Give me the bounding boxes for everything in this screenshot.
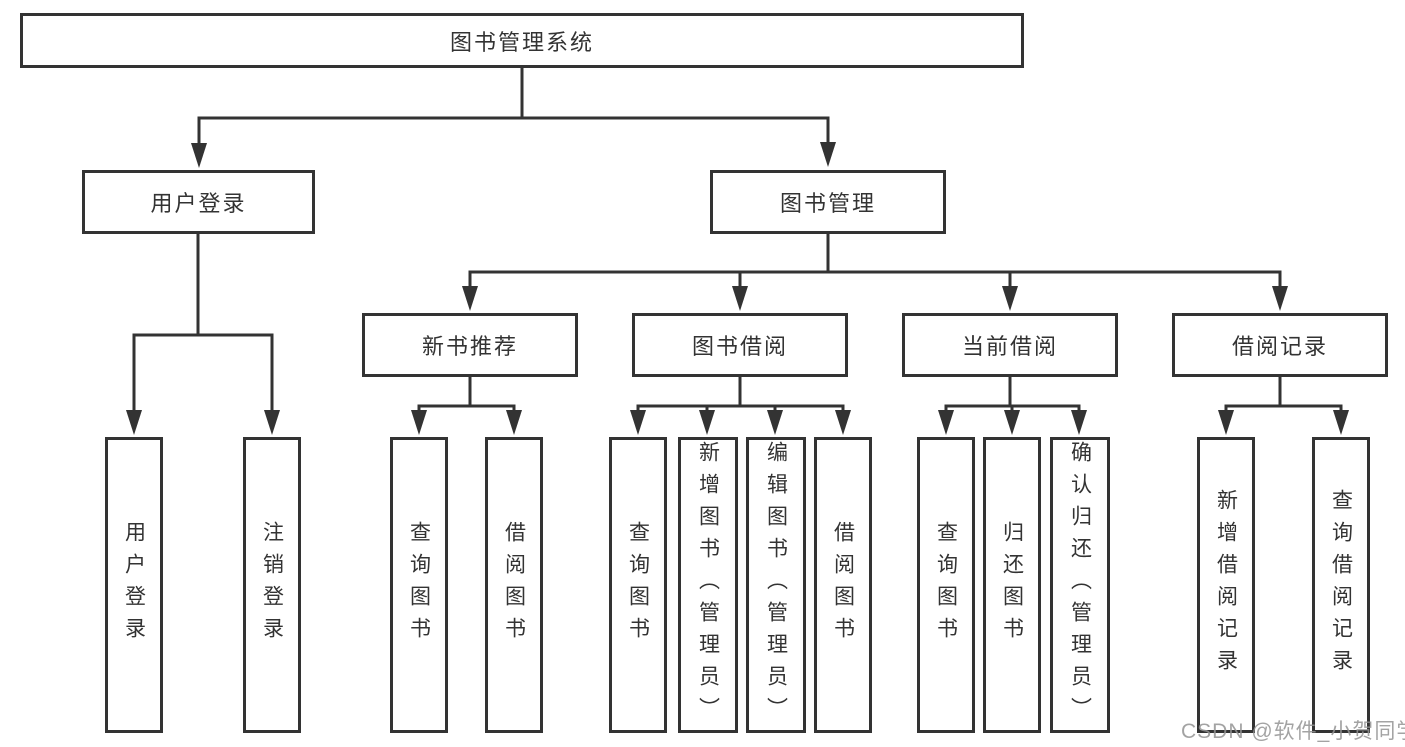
connector-borrow-records-to-children	[1218, 375, 1349, 435]
arrowhead	[1004, 410, 1020, 435]
arrowhead	[1002, 286, 1018, 311]
node-label: 编辑图书（管理员）	[764, 441, 788, 729]
leaf-user-login: 用户登录	[105, 437, 163, 733]
arrowhead	[1272, 286, 1288, 311]
arrowhead	[191, 143, 207, 168]
node-label: 新增图书（管理员）	[696, 441, 720, 729]
node-label: 查询图书	[407, 521, 431, 649]
arrowhead	[264, 410, 280, 435]
leaf-query-books-borrowing: 查询图书	[609, 437, 667, 733]
arrowhead	[462, 286, 478, 311]
leaf-edit-book-admin: 编辑图书（管理员）	[746, 437, 806, 733]
connector-root-to-level2	[191, 64, 836, 168]
node-label: 借阅图书	[831, 521, 855, 649]
leaf-return-books: 归还图书	[983, 437, 1041, 733]
node-label: 图书借阅	[691, 334, 788, 359]
leaf-confirm-return-admin: 确认归还（管理员）	[1050, 437, 1110, 733]
leaf-borrow-books-borrowing: 借阅图书	[814, 437, 872, 733]
arrowhead	[938, 410, 954, 435]
leaf-query-books-current: 查询图书	[917, 437, 975, 733]
arrowhead	[1071, 410, 1087, 435]
arrowhead	[630, 410, 646, 435]
connector-new-books-to-children	[411, 375, 522, 435]
node-label: 确认归还（管理员）	[1068, 441, 1092, 729]
node-book-borrowing: 图书借阅	[632, 313, 848, 377]
connector-book-borrowing-to-children	[630, 375, 851, 435]
node-label: 图书管理	[779, 191, 876, 216]
watermark: CSDN @软件_小贺同学	[1181, 720, 1405, 743]
arrowhead	[506, 410, 522, 435]
node-borrow-records: 借阅记录	[1172, 313, 1388, 377]
leaf-add-borrow-record: 新增借阅记录	[1197, 437, 1255, 733]
arrowhead	[699, 410, 715, 435]
node-label: 图书管理系统	[449, 29, 594, 55]
node-label: 查询借阅记录	[1329, 489, 1353, 681]
node-label: 新书推荐	[421, 334, 518, 359]
node-label: 查询图书	[626, 521, 650, 649]
node-label: 用户登录	[150, 191, 247, 216]
arrowhead	[411, 410, 427, 435]
connector-current-borrowing-to-children	[938, 375, 1087, 435]
node-book-management: 图书管理	[710, 170, 946, 234]
connector-user-login-to-children	[126, 232, 280, 435]
arrowhead	[126, 410, 142, 435]
node-label: 用户登录	[122, 521, 146, 649]
node-label: 注销登录	[260, 521, 284, 649]
node-user-login: 用户登录	[82, 170, 315, 234]
leaf-logout: 注销登录	[243, 437, 301, 733]
node-root: 图书管理系统	[20, 13, 1024, 68]
arrowhead	[767, 410, 783, 435]
arrowhead	[835, 410, 851, 435]
leaf-query-borrow-record: 查询借阅记录	[1312, 437, 1370, 733]
node-label: 当前借阅	[961, 334, 1058, 359]
node-label: 归还图书	[1000, 521, 1024, 649]
connector-book-management-to-level3	[462, 232, 1288, 311]
node-new-books: 新书推荐	[362, 313, 578, 377]
arrowhead	[1218, 410, 1234, 435]
arrowhead	[1333, 410, 1349, 435]
leaf-add-book-admin: 新增图书（管理员）	[678, 437, 738, 733]
node-label: 查询图书	[934, 521, 958, 649]
node-label: 借阅图书	[502, 521, 526, 649]
leaf-query-books-new: 查询图书	[390, 437, 448, 733]
node-label: 新增借阅记录	[1214, 489, 1238, 681]
leaf-borrow-books-new: 借阅图书	[485, 437, 543, 733]
arrowhead	[820, 142, 836, 167]
node-label: 借阅记录	[1231, 334, 1328, 359]
arrowhead	[732, 286, 748, 311]
node-current-borrowing: 当前借阅	[902, 313, 1118, 377]
